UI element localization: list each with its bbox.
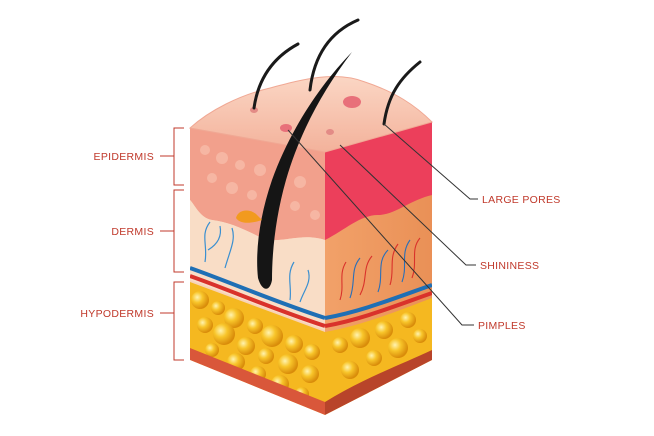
vein-front (190, 266, 325, 320)
side-face (325, 122, 432, 415)
hair-strands (252, 18, 422, 126)
pimple-spot (343, 96, 361, 108)
hair-follicle (257, 52, 352, 289)
pore-spot (250, 107, 258, 113)
pore-spot (326, 129, 334, 135)
sebaceous-gland (236, 210, 262, 223)
label-pimples: PIMPLES (478, 320, 526, 332)
pimple-spot (280, 124, 292, 132)
layer-brackets (160, 127, 184, 361)
label-dermis: DERMIS (111, 226, 154, 238)
label-epidermis: EPIDERMIS (94, 151, 154, 163)
label-large-pores: LARGE PORES (482, 194, 561, 206)
label-hypodermis: HYPODERMIS (80, 308, 154, 320)
hypodermis-layer-front (190, 282, 325, 415)
leader-lines (287, 123, 478, 326)
label-shininess: SHININESS (480, 260, 539, 272)
artery-front (190, 274, 325, 328)
